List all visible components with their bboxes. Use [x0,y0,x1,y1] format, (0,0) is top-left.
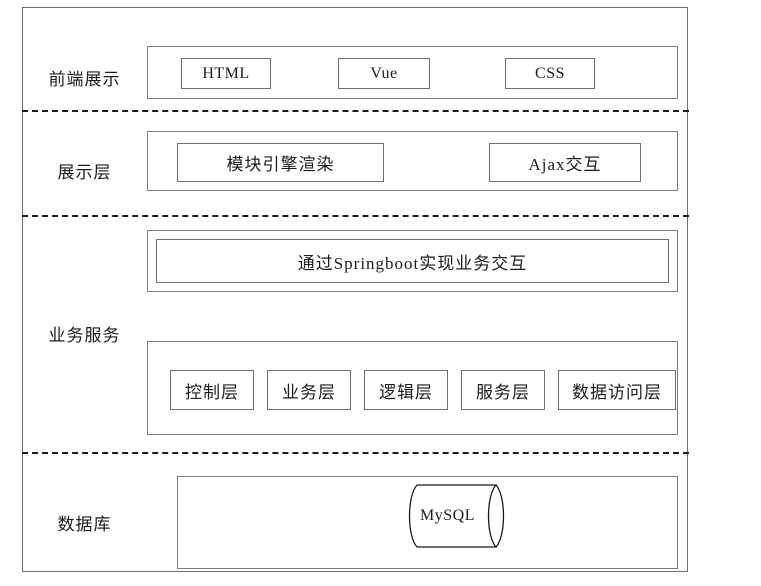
box-controller-layer[interactable]: 控制层 [170,370,254,410]
box-data-access-layer[interactable]: 数据访问层 [558,370,676,410]
box-springboot-banner[interactable]: 通过Springboot实现业务交互 [156,239,669,283]
band-divider-3 [22,452,689,454]
panel-business-layers: 控制层 业务层 逻辑层 服务层 数据访问层 [147,341,678,435]
box-html[interactable]: HTML [181,58,271,89]
band-database: 数据库 MySQL [22,452,688,572]
band-presentation: 展示层 模块引擎渲染 Ajax交互 [22,110,688,215]
band-label-business: 业务服务 [48,326,121,345]
database-cylinder-icon [408,484,505,548]
panel-presentation: 模块引擎渲染 Ajax交互 [147,131,678,191]
band-divider-2 [22,215,689,217]
box-template-engine-render[interactable]: 模块引擎渲染 [177,143,384,182]
box-ajax-interaction[interactable]: Ajax交互 [489,143,641,182]
mysql-database-cylinder[interactable]: MySQL [400,483,513,549]
band-divider-1 [22,110,689,112]
band-business: 业务服务 通过Springboot实现业务交互 控制层 业务层 逻辑层 服务层 … [22,215,688,452]
box-service-layer[interactable]: 服务层 [461,370,545,410]
panel-frontend: HTML Vue CSS [147,46,678,99]
box-vue[interactable]: Vue [338,58,430,89]
box-css[interactable]: CSS [505,58,595,89]
band-label-database: 数据库 [57,515,112,534]
panel-business-banner: 通过Springboot实现业务交互 [147,230,678,292]
box-logic-layer[interactable]: 逻辑层 [364,370,448,410]
band-label-frontend: 前端展示 [48,70,121,89]
band-label-presentation: 展示层 [57,163,112,182]
mysql-label: MySQL [420,507,475,524]
panel-database: MySQL [177,476,678,569]
band-frontend: 前端展示 HTML Vue CSS [22,7,688,110]
box-business-layer[interactable]: 业务层 [267,370,351,410]
